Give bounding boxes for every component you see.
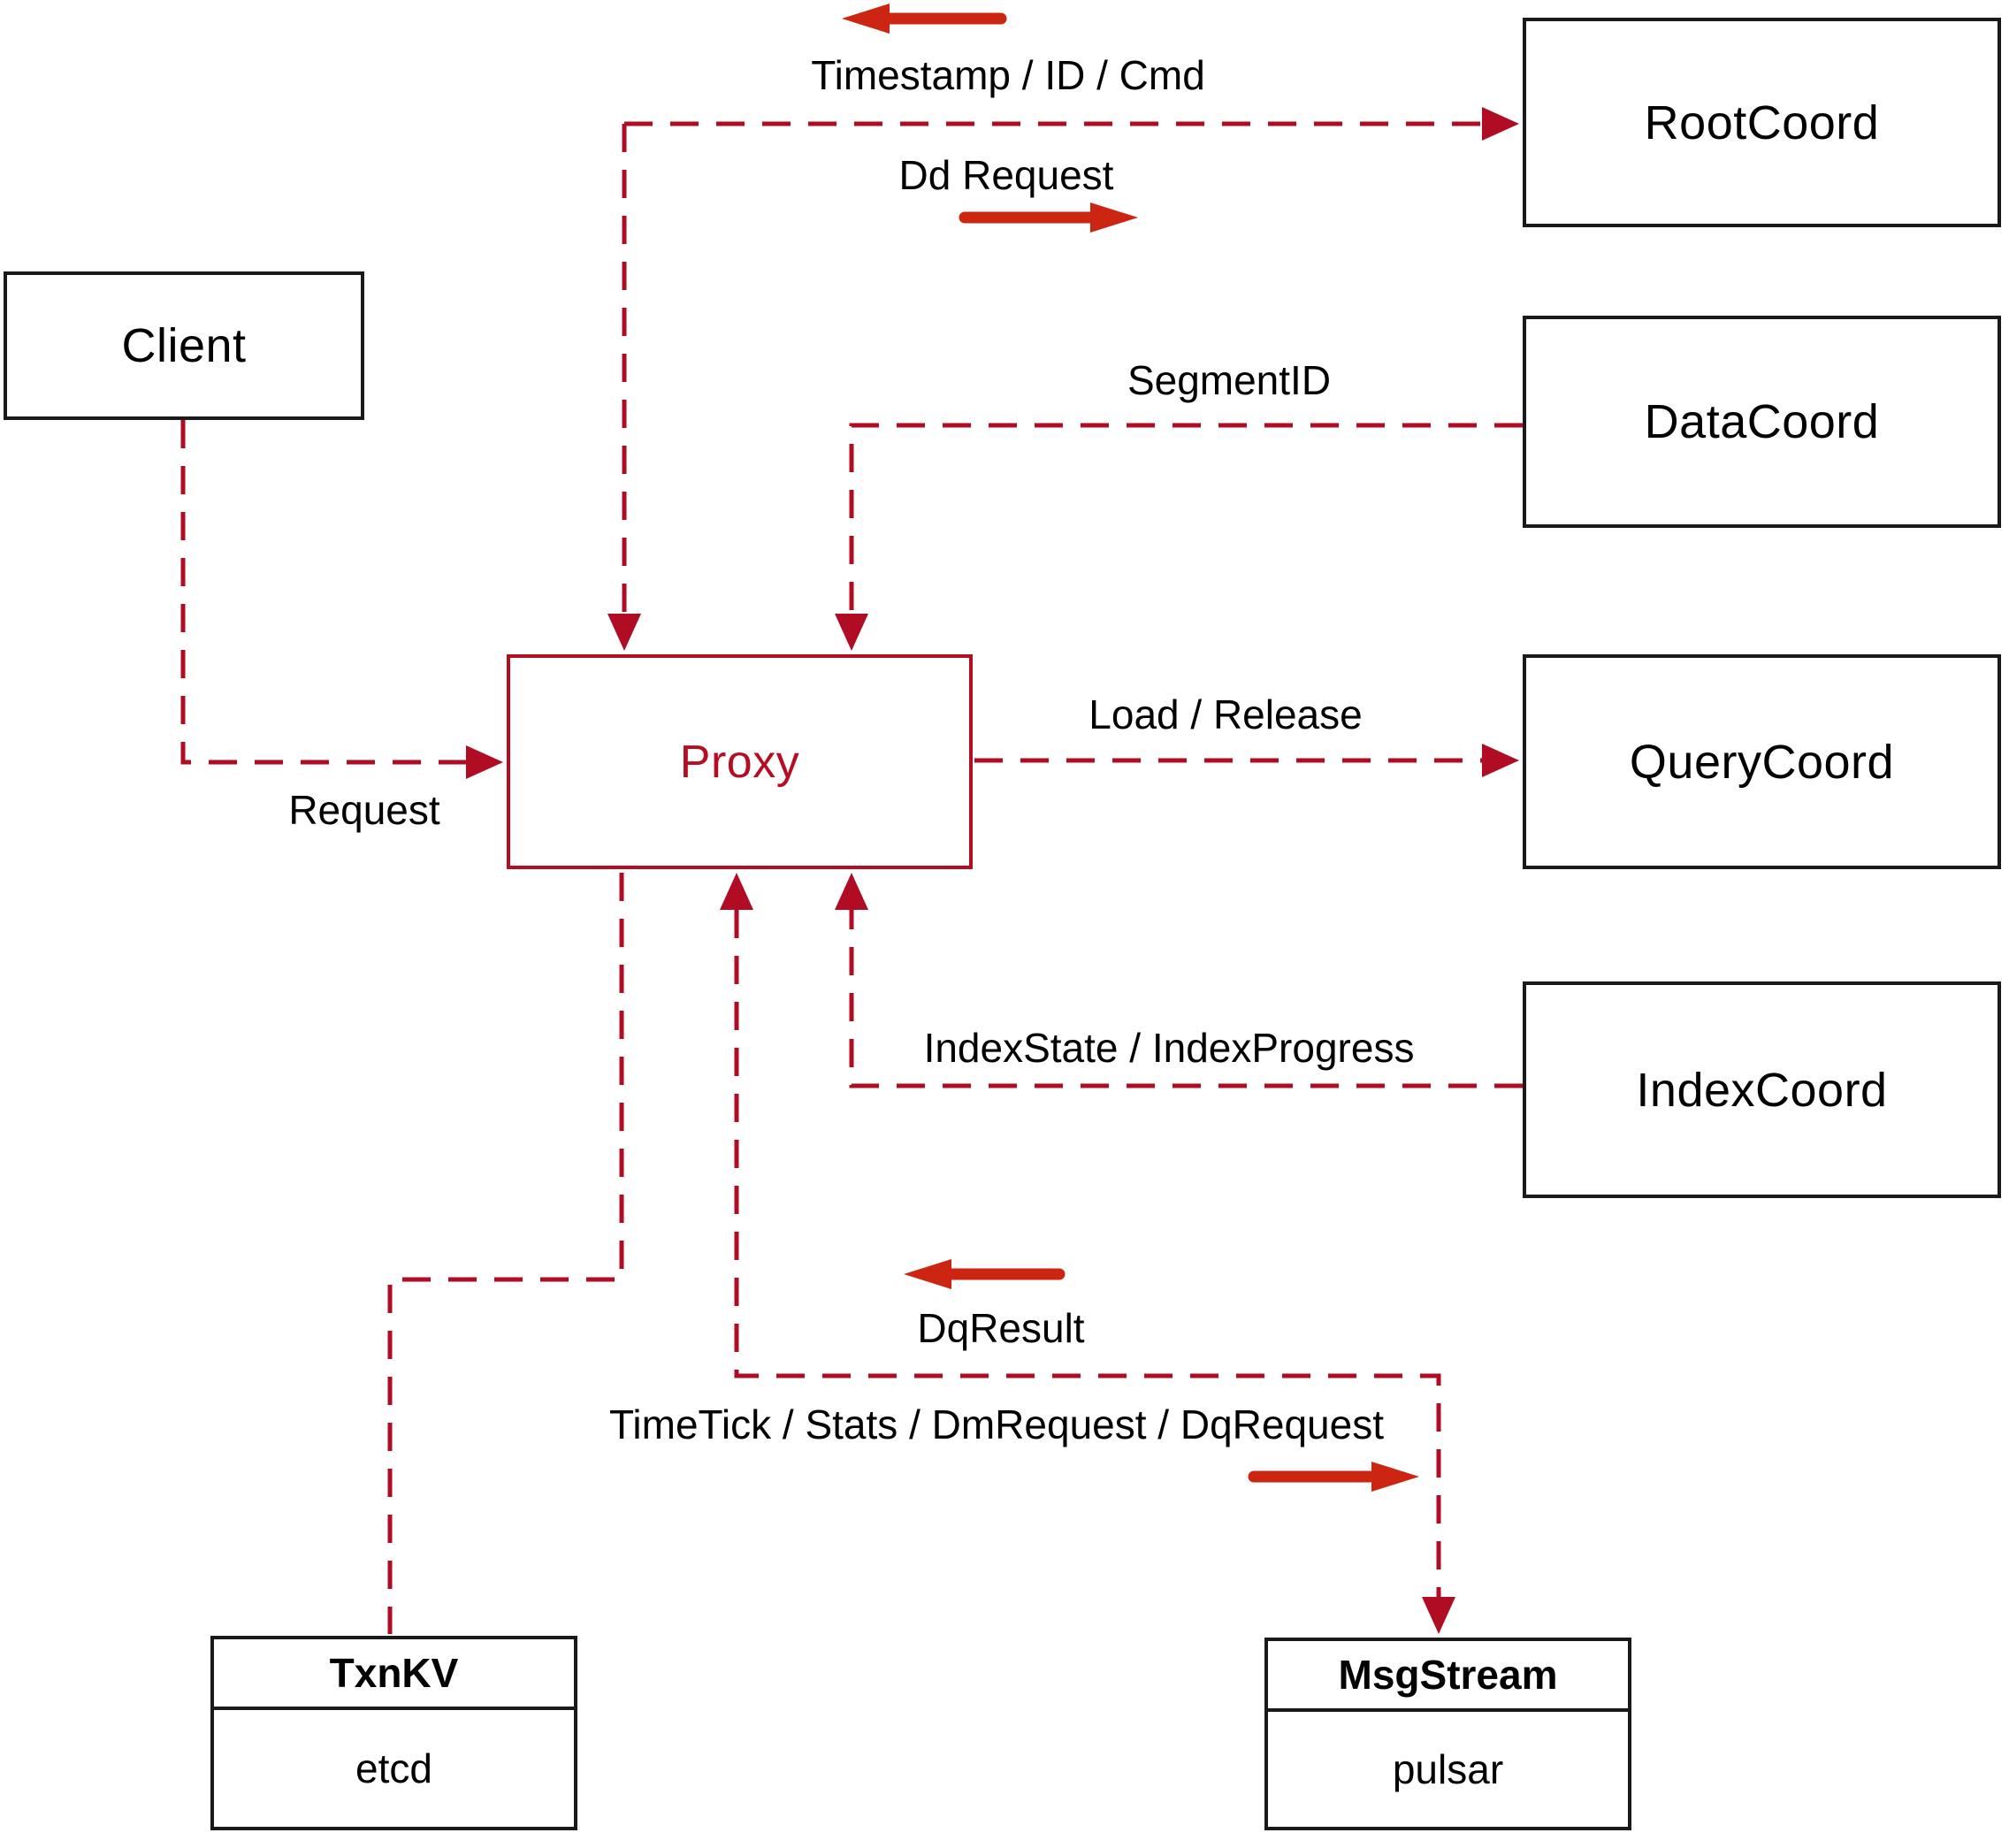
edge-indexstate	[835, 873, 1523, 1088]
direction-arrow-timetick	[1248, 1462, 1419, 1492]
arrowhead-right-icon	[1482, 107, 1519, 141]
node-msgstream: MsgStream pulsar	[1264, 1638, 1631, 1830]
arrow-right-icon	[1371, 1462, 1419, 1492]
dashed-line	[180, 420, 468, 765]
edge-label-timestamp: Timestamp / ID / Cmd	[811, 52, 1205, 98]
edge-label-dd-request: Dd Request	[898, 152, 1114, 198]
arrowhead-right-icon	[466, 745, 503, 779]
edge-proxy-msgstream	[720, 873, 1455, 1634]
node-indexcoord-label: IndexCoord	[1636, 1063, 1888, 1117]
node-rootcoord-label: RootCoord	[1644, 95, 1880, 149]
edge-label-request: Request	[288, 787, 440, 833]
arrow-left-icon	[904, 1259, 951, 1289]
arrow-left-icon	[842, 4, 890, 34]
node-txnkv-impl: etcd	[355, 1745, 432, 1791]
direction-arrow-timestamp	[842, 4, 1007, 34]
node-txnkv-title: TxnKV	[214, 1639, 574, 1710]
direction-arrow-ddrequest	[959, 202, 1138, 233]
node-msgstream-impl: pulsar	[1392, 1746, 1504, 1792]
edge-segmentid	[835, 423, 1523, 651]
node-querycoord-label: QueryCoord	[1629, 735, 1895, 789]
edge-label-indexstate: IndexState / IndexProgress	[923, 1025, 1415, 1071]
node-client-label: Client	[121, 319, 247, 372]
node-rootcoord: RootCoord	[1523, 18, 2001, 227]
edge-label-load-release: Load / Release	[1089, 691, 1363, 737]
node-datacoord: DataCoord	[1523, 316, 2001, 528]
arrowhead-down-icon	[1422, 1597, 1455, 1634]
edge-label-dqresult: DqResult	[917, 1305, 1085, 1351]
dashed-line	[734, 910, 1441, 1597]
arrowhead-down-icon	[607, 614, 641, 651]
edge-request	[180, 420, 503, 779]
dashed-line	[849, 910, 1523, 1088]
dashed-line	[849, 423, 1523, 615]
node-datacoord-label: DataCoord	[1644, 395, 1880, 448]
node-txnkv: TxnKV etcd	[210, 1636, 577, 1830]
node-indexcoord: IndexCoord	[1523, 981, 2001, 1198]
dashed-line	[387, 873, 624, 1634]
node-proxy: Proxy	[507, 654, 973, 869]
node-msgstream-title: MsgStream	[1268, 1641, 1628, 1712]
arrow-right-icon	[1090, 202, 1138, 233]
arrowhead-right-icon	[1482, 744, 1519, 777]
node-querycoord: QueryCoord	[1523, 654, 2001, 869]
edge-proxy-txnkv	[387, 873, 624, 1634]
direction-arrow-dqresult	[904, 1259, 1066, 1289]
edge-timestamp-ddrequest	[607, 107, 1519, 651]
edge-loadrelease	[974, 744, 1519, 777]
edge-label-timetick: TimeTick / Stats / DmRequest / DqRequest	[609, 1401, 1384, 1447]
node-client: Client	[4, 271, 364, 420]
arrowhead-down-icon	[835, 614, 868, 651]
arrowhead-up-icon	[835, 873, 868, 910]
edge-label-segmentid: SegmentID	[1127, 357, 1332, 403]
arrowhead-up-icon	[720, 873, 753, 910]
node-proxy-label: Proxy	[679, 736, 800, 788]
